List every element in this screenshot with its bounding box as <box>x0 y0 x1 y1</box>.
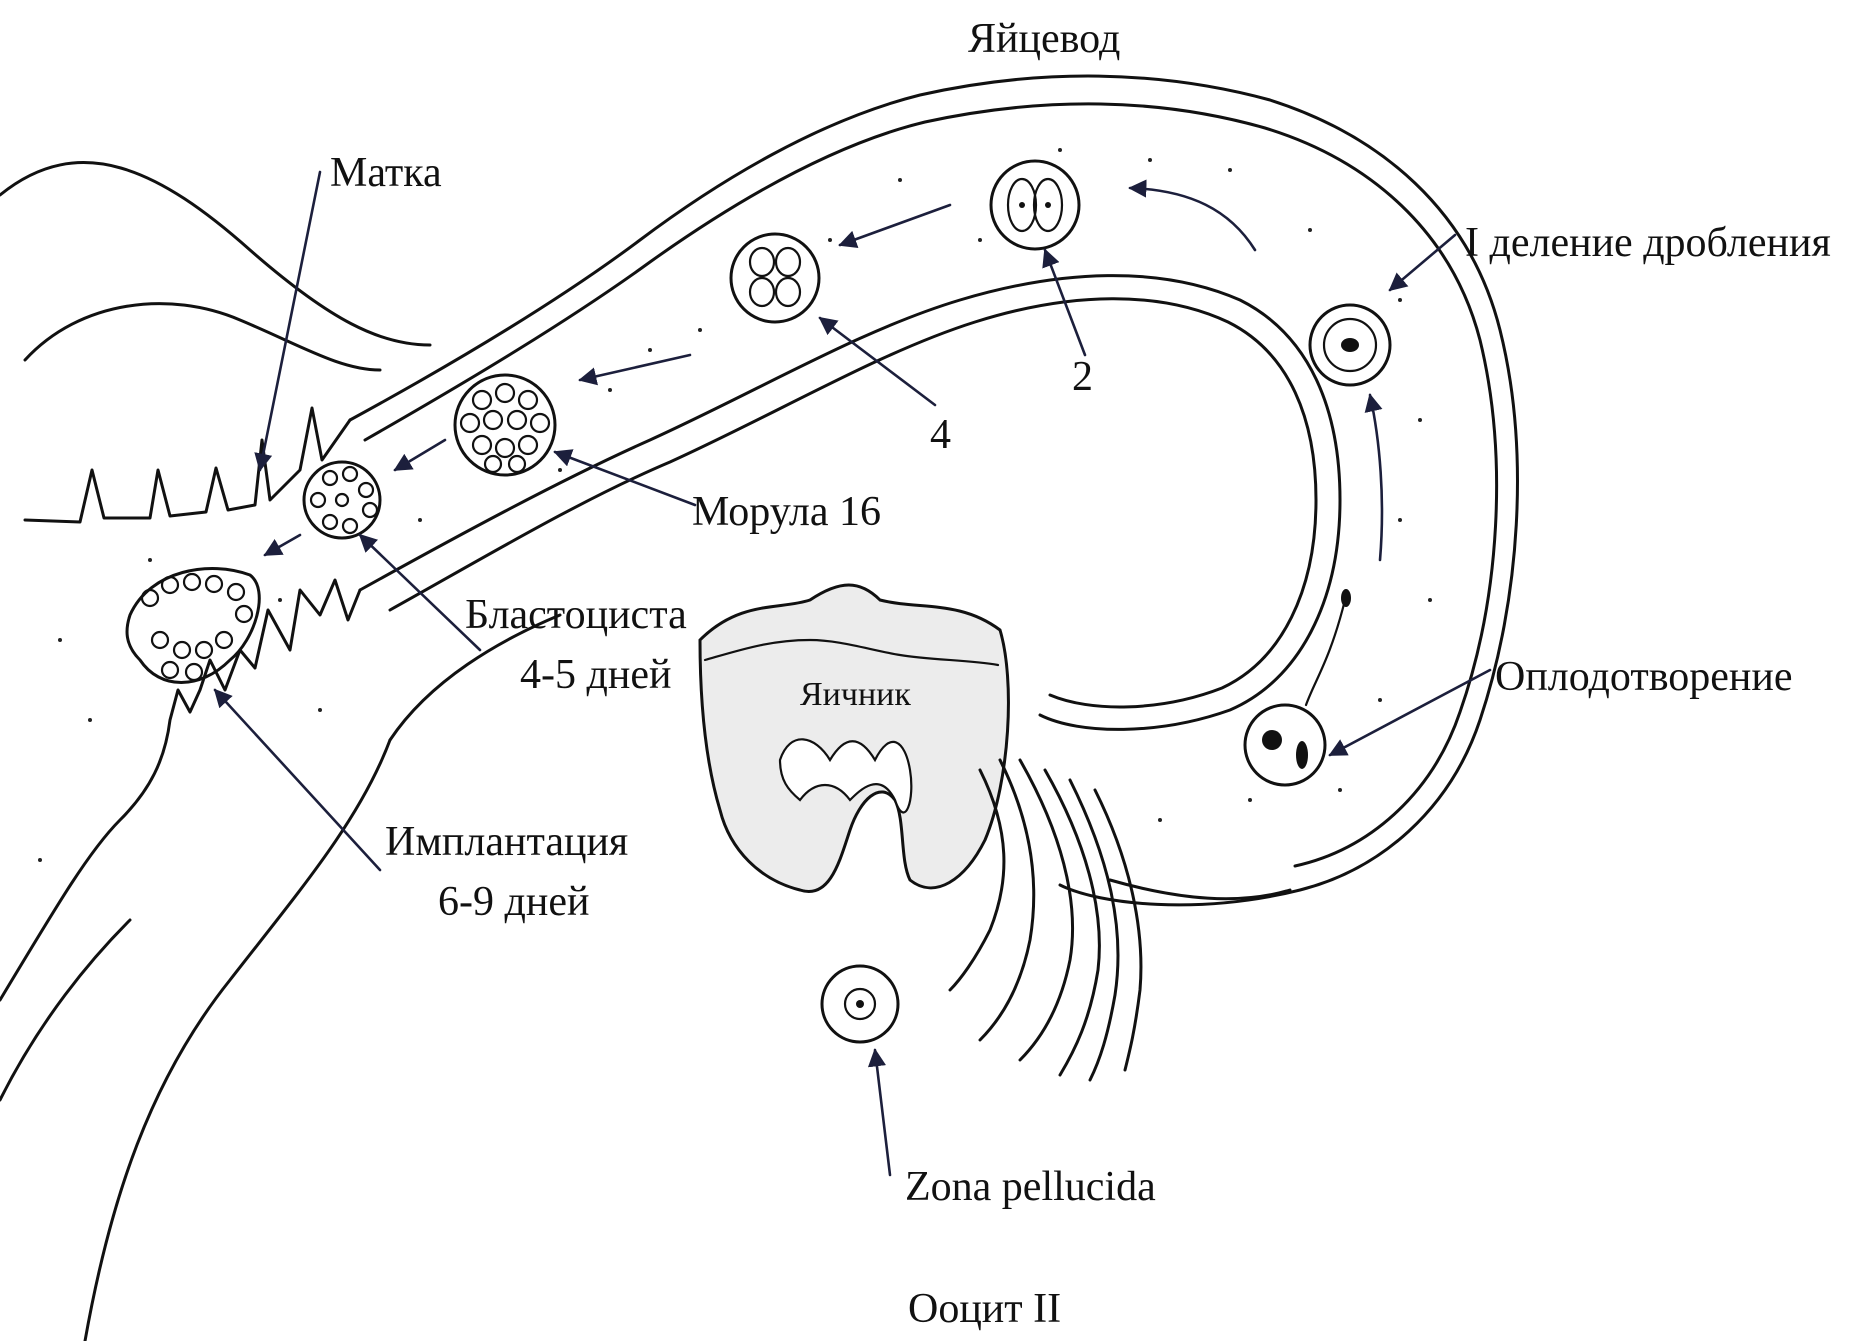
oocyte-zona-cell <box>822 966 898 1042</box>
two-cell-stage <box>991 161 1079 249</box>
fertilization-cell <box>1245 589 1351 785</box>
label-first-cleavage: I деление дробления <box>1465 220 1831 266</box>
label-zona-pellucida: Zona pellucida <box>905 1164 1156 1210</box>
label-morula: Морула 16 <box>692 489 881 535</box>
ovary <box>700 585 1008 892</box>
label-implantation-2: 6-9 дней <box>438 879 589 925</box>
label-stage-4: 4 <box>930 412 951 458</box>
four-cell-stage <box>731 234 819 322</box>
label-blastocyst-2: 4-5 дней <box>520 652 671 698</box>
uterus-wall <box>0 163 430 1341</box>
label-uterus: Матка <box>330 150 442 196</box>
label-ovary: Яичник <box>800 676 911 713</box>
label-oocyte: Ооцит II <box>908 1286 1061 1332</box>
morula-cell <box>455 375 555 475</box>
label-oviduct: Яйцевод <box>968 16 1120 62</box>
label-fertilization: Оплодотворение <box>1495 654 1793 700</box>
label-blastocyst-1: Бластоциста <box>465 592 687 638</box>
label-stage-2: 2 <box>1072 354 1093 400</box>
first-cleavage-cell <box>1310 305 1390 385</box>
blastocyst-cell <box>304 462 380 538</box>
label-implantation-1: Имплантация <box>385 819 628 865</box>
fimbriae <box>950 760 1290 1080</box>
implantation-embryo <box>127 568 259 682</box>
